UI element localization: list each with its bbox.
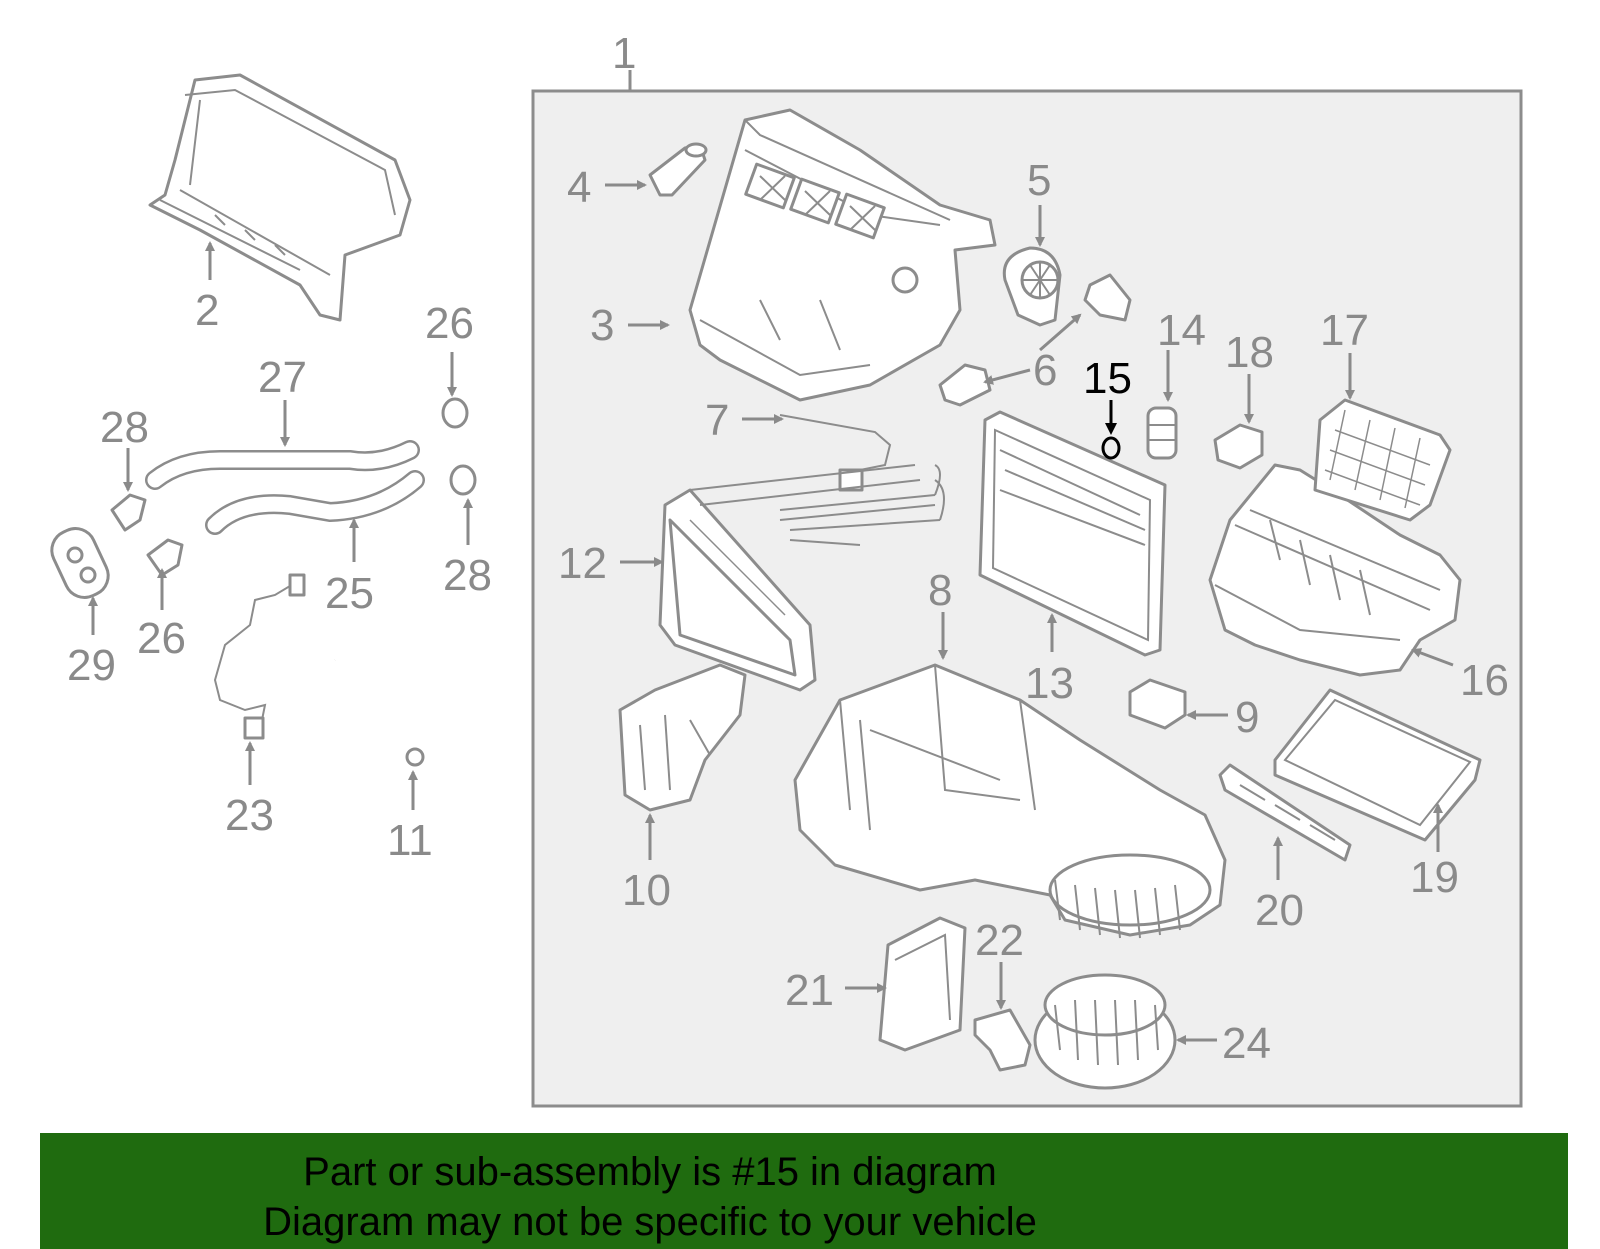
callout-28-left: 28 <box>100 403 149 452</box>
part-25-hose[interactable] <box>205 470 425 535</box>
part-27-hose[interactable] <box>145 440 420 490</box>
callout-29: 29 <box>67 641 116 690</box>
callout-3: 3 <box>590 301 614 350</box>
callout-23: 23 <box>225 791 274 840</box>
callout-27: 27 <box>258 353 307 402</box>
callout-25: 25 <box>325 569 374 618</box>
callout-7: 7 <box>705 396 729 445</box>
part-14-valve[interactable] <box>1146 406 1178 460</box>
info-banner: Part or sub-assembly is #15 in diagram D… <box>40 1133 1568 1249</box>
callout-15: 15 <box>1083 354 1132 403</box>
banner-line-1: Part or sub-assembly is #15 in diagram <box>303 1150 997 1194</box>
callout-24: 24 <box>1222 1019 1271 1068</box>
part-12-heater-core[interactable] <box>658 464 945 692</box>
callout-26-right: 26 <box>425 299 474 348</box>
part-4-actuator[interactable] <box>648 142 708 197</box>
part-7-sensor[interactable] <box>779 414 892 492</box>
callout-5: 5 <box>1027 156 1051 205</box>
part-19-cabin-filter[interactable] <box>1273 688 1482 842</box>
callout-17: 17 <box>1320 306 1369 355</box>
part-10-bracket[interactable] <box>618 663 747 812</box>
callout-14: 14 <box>1157 306 1206 355</box>
part-5-door[interactable] <box>1002 246 1062 327</box>
part-28-clamp-left[interactable] <box>110 493 147 532</box>
part-18-sensor[interactable] <box>1213 423 1264 470</box>
callout-19: 19 <box>1410 853 1459 902</box>
callout-11: 11 <box>387 816 433 865</box>
leader-lines <box>88 180 1454 1045</box>
part-13-evaporator[interactable] <box>978 410 1167 657</box>
part-16-case[interactable] <box>1208 463 1462 677</box>
part-24-blower-motor[interactable] <box>1033 973 1177 1090</box>
callout-13: 13 <box>1025 659 1074 708</box>
callout-16: 16 <box>1460 656 1509 705</box>
part-21-module[interactable] <box>878 916 967 1052</box>
part-17-filter-housing[interactable] <box>1313 398 1452 522</box>
callout-18: 18 <box>1225 328 1274 377</box>
part-6-actuators[interactable] <box>938 273 1132 407</box>
callout-28-right: 28 <box>443 551 492 600</box>
callout-21: 21 <box>785 966 834 1015</box>
callout-26-left: 26 <box>137 614 186 663</box>
part-29-grommet[interactable] <box>45 522 114 604</box>
banner-line-2: Diagram may not be specific to your vehi… <box>263 1200 1037 1244</box>
part-9-resistor[interactable] <box>1128 678 1187 730</box>
callout-labels: 1 2 3 4 5 6 7 8 9 10 11 12 13 14 15 16 1… <box>67 29 1509 1068</box>
callout-20: 20 <box>1255 886 1304 935</box>
part-3-upper-case[interactable] <box>688 108 997 402</box>
part-11-hose[interactable] <box>333 652 425 767</box>
part-20-filter-cover[interactable] <box>1218 763 1352 862</box>
part-28-clamp-right[interactable] <box>449 464 477 496</box>
part-23-harness[interactable] <box>213 573 306 740</box>
callout-2: 2 <box>195 286 219 335</box>
part-8-lower-case[interactable] <box>793 663 1227 939</box>
callout-10: 10 <box>622 866 671 915</box>
part-26-clamp-right[interactable] <box>441 397 469 429</box>
banner-text: Part or sub-assembly is #15 in diagram D… <box>40 1147 1260 1247</box>
part-15-o-ring[interactable] <box>1101 436 1121 460</box>
callout-6: 6 <box>1033 346 1057 395</box>
callout-8: 8 <box>928 566 952 615</box>
callout-9: 9 <box>1235 693 1259 742</box>
callout-4: 4 <box>567 163 591 212</box>
callout-12: 12 <box>558 539 607 588</box>
part-22-bracket[interactable] <box>973 1008 1032 1072</box>
part-2-duct[interactable] <box>148 73 412 322</box>
callout-22: 22 <box>975 916 1024 965</box>
part-26-clamp-left[interactable] <box>146 538 184 577</box>
callout-1: 1 <box>612 29 636 78</box>
